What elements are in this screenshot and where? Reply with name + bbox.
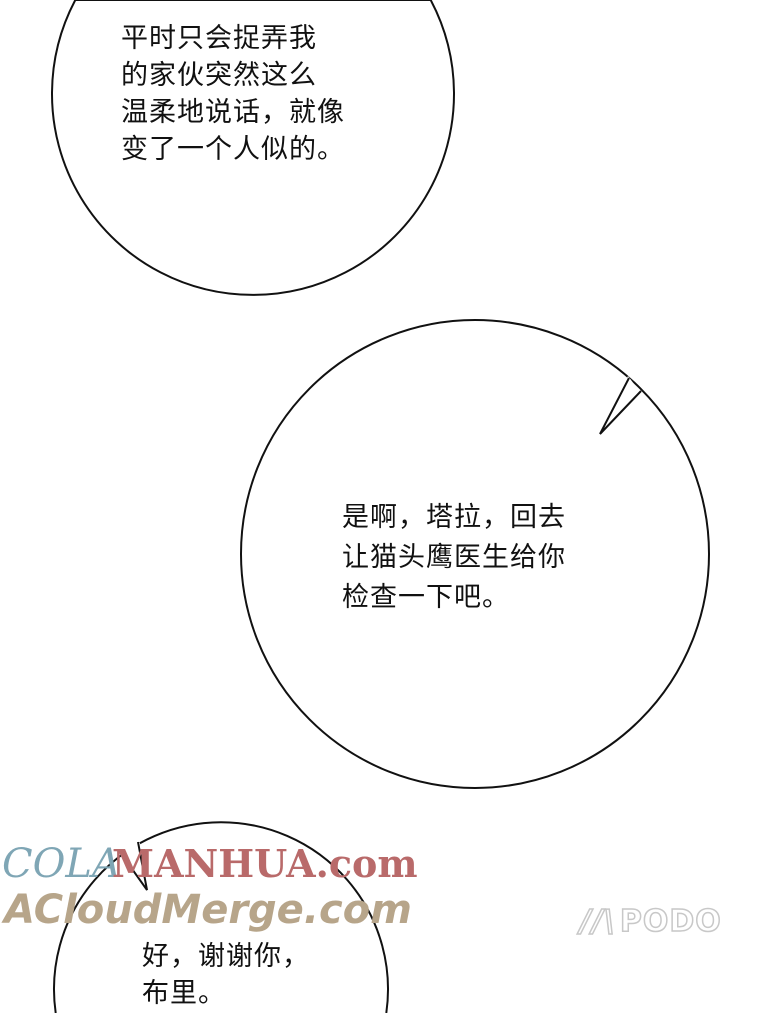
bubble-text-line: 好，谢谢你， <box>142 941 310 972</box>
bubble-text-line: 是啊，塔拉，回去 <box>342 502 566 533</box>
watermark-podo: //\PODO <box>579 900 722 944</box>
bubble-text-line: 温柔地说话，就像 <box>121 97 345 128</box>
bubble-text-line: 让猫头鹰医生给你 <box>342 542 566 573</box>
bubble-text-line: 的家伙突然这么 <box>121 60 317 91</box>
speech-bubble-2 <box>240 319 710 789</box>
bubble-text-line: 检查一下吧。 <box>342 582 510 613</box>
bubble-2-text: 是啊，塔拉，回去 让猫头鹰医生给你 检查一下吧。 <box>342 498 566 618</box>
watermark-cola: COLA <box>2 841 121 887</box>
speech-bubble-1 <box>51 0 455 296</box>
podo-logo-text: PODO <box>619 903 722 940</box>
bubble-3-text: 好，谢谢你， 布里。 <box>142 938 310 1012</box>
bubble-1-text: 平时只会捉弄我 的家伙突然这么 温柔地说话，就像 变了一个人似的。 <box>121 20 345 168</box>
speech-bubble-3 <box>53 821 389 1013</box>
watermark-manhua: MANHUA.com <box>112 841 418 886</box>
bubble-text-line: 布里。 <box>142 978 226 1009</box>
bubble-text-line: 平时只会捉弄我 <box>121 23 317 54</box>
bubble-text-line: 变了一个人似的。 <box>121 134 345 165</box>
watermark-acloudmerge: ACloudMerge.com <box>4 887 412 933</box>
podo-logo-icon: //\ <box>579 903 616 940</box>
